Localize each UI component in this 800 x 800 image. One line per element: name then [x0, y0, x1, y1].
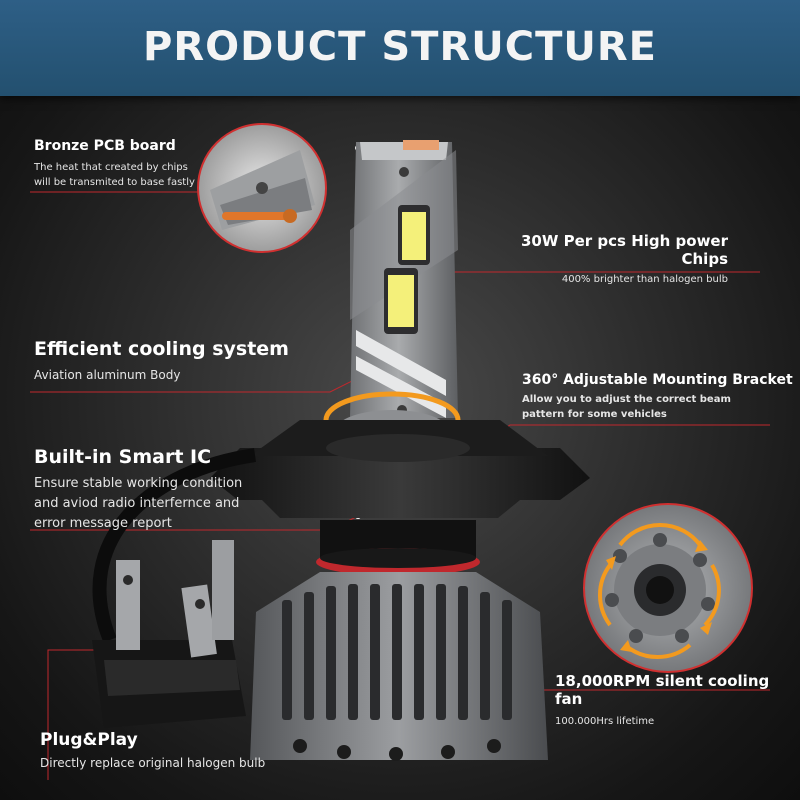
feature-desc: Allow you to adjust the correct beam pat… [522, 392, 752, 422]
feature-title: Efficient cooling system [34, 338, 289, 360]
feature-plug: Plug&Play Directly replace original halo… [40, 730, 265, 770]
feature-smart-ic: Built-in Smart IC Ensure stable working … [34, 446, 249, 534]
feature-desc: Ensure stable working condition and avio… [34, 474, 249, 534]
feature-bracket: 360° Adjustable Mounting Bracket Allow y… [522, 372, 793, 422]
fan-rotation-icon [598, 523, 721, 659]
desc-line: and aviod radio interfernce and [34, 496, 240, 511]
fan-zoom-circle [583, 503, 753, 673]
led-head [350, 140, 458, 418]
page-title: PRODUCT STRUCTURE [143, 24, 657, 70]
feature-title: Bronze PCB board [34, 138, 176, 154]
mounting-bracket [210, 420, 590, 518]
desc-line: pattern for some vehicles [522, 409, 667, 420]
feature-desc: The heat that created by chips will be t… [34, 160, 195, 190]
feature-desc: Aviation aluminum Body [34, 368, 181, 382]
feature-title: 30W Per pcs High power Chips [520, 232, 728, 268]
feature-desc: 100.000Hrs lifetime [555, 716, 655, 727]
feature-bronze-pcb: Bronze PCB board The heat that created b… [34, 138, 195, 190]
feature-desc: Directly replace original halogen bulb [40, 756, 266, 770]
desc-line: will be transmited to base fastly [34, 177, 195, 188]
neck [316, 520, 480, 576]
desc-line: The heat that created by chips [34, 162, 188, 173]
feature-fan: 18,000RPM silent cooling fan 100.000Hrs … [555, 672, 800, 727]
feature-title: Plug&Play [40, 730, 138, 750]
feature-chips: 30W Per pcs High power Chips 400% bright… [502, 232, 728, 285]
desc-line: Ensure stable working condition [34, 476, 243, 491]
feature-title: 18,000RPM silent cooling fan [555, 672, 770, 708]
feature-title: Built-in Smart IC [34, 446, 212, 468]
heatsink [250, 572, 548, 761]
feature-title: 360° Adjustable Mounting Bracket [522, 372, 793, 388]
connector-plug [92, 448, 256, 728]
desc-line: error message report [34, 516, 172, 531]
title-banner: PRODUCT STRUCTURE [0, 0, 800, 96]
desc-line: Allow you to adjust the correct beam [522, 394, 731, 405]
feature-desc: 400% brighter than halogen bulb [561, 274, 728, 285]
pcb-zoom-circle [197, 123, 327, 253]
feature-cooling: Efficient cooling system Aviation alumin… [34, 338, 289, 382]
